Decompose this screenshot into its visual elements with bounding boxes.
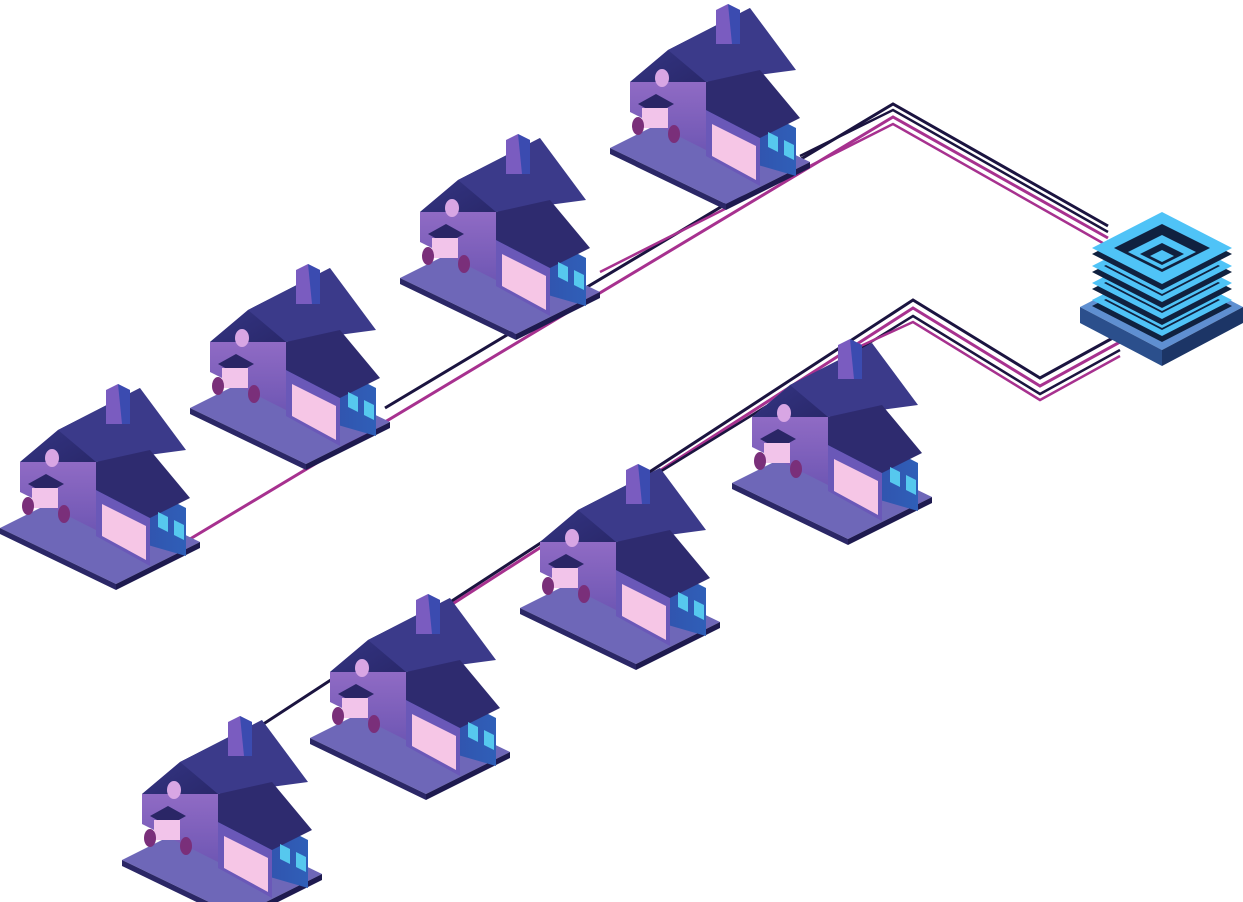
house-icon <box>520 464 720 670</box>
round-window <box>45 449 59 467</box>
shrub <box>542 577 554 595</box>
round-window <box>777 404 791 422</box>
shrub <box>212 377 224 395</box>
house-icon <box>0 384 200 590</box>
porch-door <box>552 568 578 588</box>
porch-door <box>342 698 368 718</box>
house-icon <box>122 716 322 902</box>
shrub <box>422 247 434 265</box>
shrub <box>790 460 802 478</box>
shrub <box>754 452 766 470</box>
house-icon <box>610 4 810 210</box>
shrub <box>668 125 680 143</box>
house-icon <box>310 594 510 800</box>
porch-door <box>432 238 458 258</box>
shrub <box>368 715 380 733</box>
round-window <box>655 69 669 87</box>
round-window <box>167 781 181 799</box>
houses-layer <box>0 4 932 902</box>
round-window <box>355 659 369 677</box>
shrub <box>332 707 344 725</box>
porch-door <box>32 488 58 508</box>
round-window <box>565 529 579 547</box>
shrub <box>180 837 192 855</box>
house-icon <box>400 134 600 340</box>
shrub <box>248 385 260 403</box>
porch-door <box>222 368 248 388</box>
porch-door <box>642 108 668 128</box>
porch-door <box>154 820 180 840</box>
house-icon <box>190 264 390 470</box>
shrub <box>144 829 156 847</box>
shrub <box>458 255 470 273</box>
shrub <box>22 497 34 515</box>
round-window <box>235 329 249 347</box>
shrub <box>632 117 644 135</box>
round-window <box>445 199 459 217</box>
shrub <box>578 585 590 603</box>
house-icon <box>732 339 932 545</box>
shrub <box>58 505 70 523</box>
porch-door <box>764 443 790 463</box>
